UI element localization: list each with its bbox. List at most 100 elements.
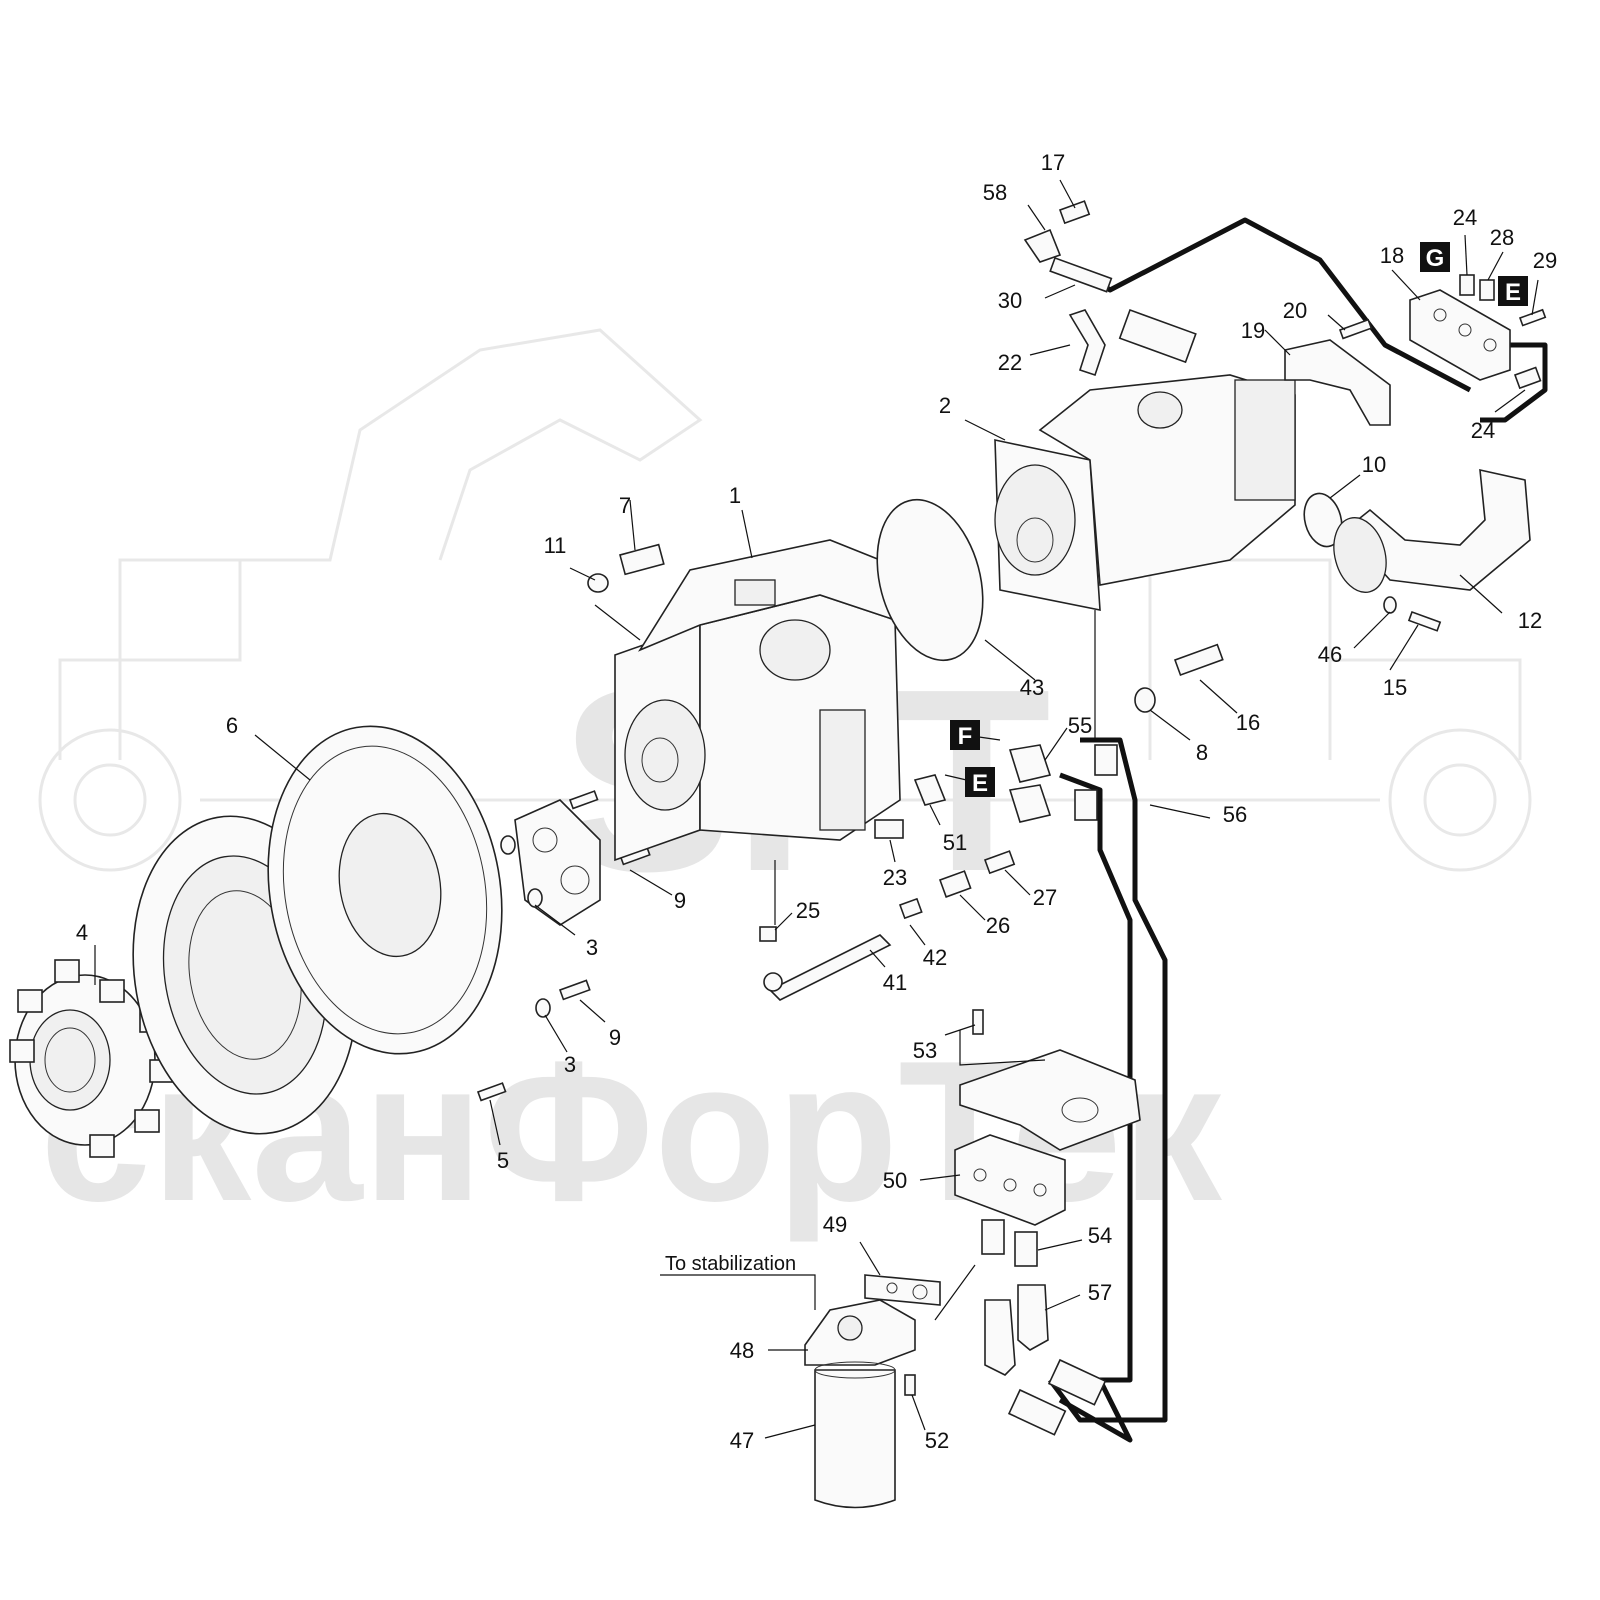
part-48-filter-head xyxy=(804,1299,916,1366)
part-15-bolt xyxy=(1407,610,1442,632)
callout-48: 48 xyxy=(730,1338,754,1363)
callout-10: 10 xyxy=(1362,452,1386,477)
callout-43: 43 xyxy=(1020,675,1044,700)
part-4-coupling-hub xyxy=(9,959,175,1158)
part-24-fitting-bottom xyxy=(1513,366,1542,390)
part-28-fitting xyxy=(1479,279,1495,301)
part-hose-fitting-c xyxy=(1047,1358,1107,1406)
callout-52: 52 xyxy=(925,1428,949,1453)
part-57-elbow-b xyxy=(1017,1284,1049,1351)
part-27-plug xyxy=(983,850,1016,875)
part-30-adapter xyxy=(1049,256,1113,293)
part-1-main-pump xyxy=(614,539,901,862)
callout-53: 53 xyxy=(913,1038,937,1063)
part-8-washer xyxy=(1134,687,1156,713)
part-19-bracket xyxy=(1284,339,1391,426)
part-56-nut-b xyxy=(1074,789,1098,821)
part-6-flywheel-plate xyxy=(267,725,503,1055)
badge-e-top: E xyxy=(1498,276,1528,306)
note-to-stabilization: To stabilization xyxy=(665,1253,796,1275)
callout-3-b: 3 xyxy=(564,1052,576,1077)
callout-28: 28 xyxy=(1490,225,1514,250)
part-58-elbow xyxy=(1023,228,1062,263)
part-2-secondary-pump xyxy=(994,374,1296,611)
callout-12: 12 xyxy=(1518,608,1542,633)
badge-f-label: F xyxy=(958,723,973,750)
callout-26: 26 xyxy=(986,913,1010,938)
part-10-o-ring xyxy=(1303,492,1343,548)
part-9-bolt-b xyxy=(558,979,591,1001)
part-22-fitting xyxy=(1068,309,1106,377)
callout-15: 15 xyxy=(1383,675,1407,700)
callout-51: 51 xyxy=(943,830,967,855)
part-control-valve xyxy=(1118,308,1197,364)
callout-42: 42 xyxy=(923,945,947,970)
callout-18: 18 xyxy=(1380,243,1404,268)
callout-50: 50 xyxy=(883,1168,907,1193)
part-25-fitting xyxy=(759,926,777,942)
badge-e-mid-label: E xyxy=(972,770,988,797)
callout-27: 27 xyxy=(1033,885,1057,910)
part-3-washer-b xyxy=(527,888,543,908)
part-bolt-top xyxy=(568,790,599,810)
part-51-elbow xyxy=(913,774,947,806)
callout-8: 8 xyxy=(1196,740,1208,765)
part-43-o-ring xyxy=(876,498,984,662)
callout-54: 54 xyxy=(1088,1223,1112,1248)
callout-6: 6 xyxy=(226,713,238,738)
callout-3-a: 3 xyxy=(586,935,598,960)
badge-g: G xyxy=(1420,242,1450,272)
part-41-hose xyxy=(763,934,892,1001)
callout-47: 47 xyxy=(730,1428,754,1453)
part-11-washer xyxy=(587,573,609,593)
badge-e-mid: E xyxy=(965,767,995,797)
part-29-bolt xyxy=(1518,308,1547,327)
callout-23: 23 xyxy=(883,865,907,890)
callout-7: 7 xyxy=(619,493,631,518)
badge-e-top-label: E xyxy=(1505,279,1521,306)
callout-46: 46 xyxy=(1318,642,1342,667)
callout-17: 17 xyxy=(1041,150,1065,175)
callout-4: 4 xyxy=(76,920,88,945)
part-42-nipple xyxy=(898,897,923,920)
leader-lines xyxy=(94,179,1539,1439)
callout-9-b: 9 xyxy=(609,1025,621,1050)
part-57-elbow-a xyxy=(984,1299,1016,1376)
part-7-plug xyxy=(619,543,665,576)
callout-22: 22 xyxy=(998,350,1022,375)
callout-49: 49 xyxy=(823,1212,847,1237)
callout-24-b: 24 xyxy=(1471,418,1495,443)
badge-f: F xyxy=(950,720,980,750)
part-3-washer-c xyxy=(535,998,551,1018)
part-54-fitting-a xyxy=(981,1219,1005,1255)
callout-41: 41 xyxy=(883,970,907,995)
part-55-elbow-f xyxy=(1008,744,1052,783)
part-56-nut-a xyxy=(1094,744,1118,776)
part-3-washer-a xyxy=(500,835,516,855)
part-46-washer xyxy=(1383,596,1397,614)
part-12-elbow-pipe xyxy=(1333,468,1531,593)
callout-57: 57 xyxy=(1088,1280,1112,1305)
part-52-bolt xyxy=(904,1374,916,1396)
callouts: 1 2 3 3 4 5 6 7 8 9 9 10 11 12 15 16 17 … xyxy=(76,150,1557,1453)
part-17-fitting xyxy=(1058,200,1091,225)
part-18-valve-block xyxy=(1409,289,1511,381)
badge-g-label: G xyxy=(1426,245,1445,272)
callout-9-a: 9 xyxy=(674,888,686,913)
part-53-bolt xyxy=(972,1009,984,1035)
part-5-bolt xyxy=(476,1082,507,1102)
callout-2: 2 xyxy=(939,393,951,418)
part-mount-bracket xyxy=(959,1049,1141,1151)
part-54-fitting-b xyxy=(1014,1231,1038,1267)
part-47-filter-element xyxy=(814,1361,896,1509)
part-hose-fitting-d xyxy=(1007,1388,1067,1436)
callout-24-a: 24 xyxy=(1453,205,1477,230)
callout-30: 30 xyxy=(998,288,1022,313)
callout-58: 58 xyxy=(983,180,1007,205)
callout-19: 19 xyxy=(1241,318,1265,343)
part-50-manifold xyxy=(954,1134,1066,1226)
callout-11: 11 xyxy=(544,533,567,558)
part-26-adapter xyxy=(938,870,972,898)
callout-20: 20 xyxy=(1283,298,1307,323)
